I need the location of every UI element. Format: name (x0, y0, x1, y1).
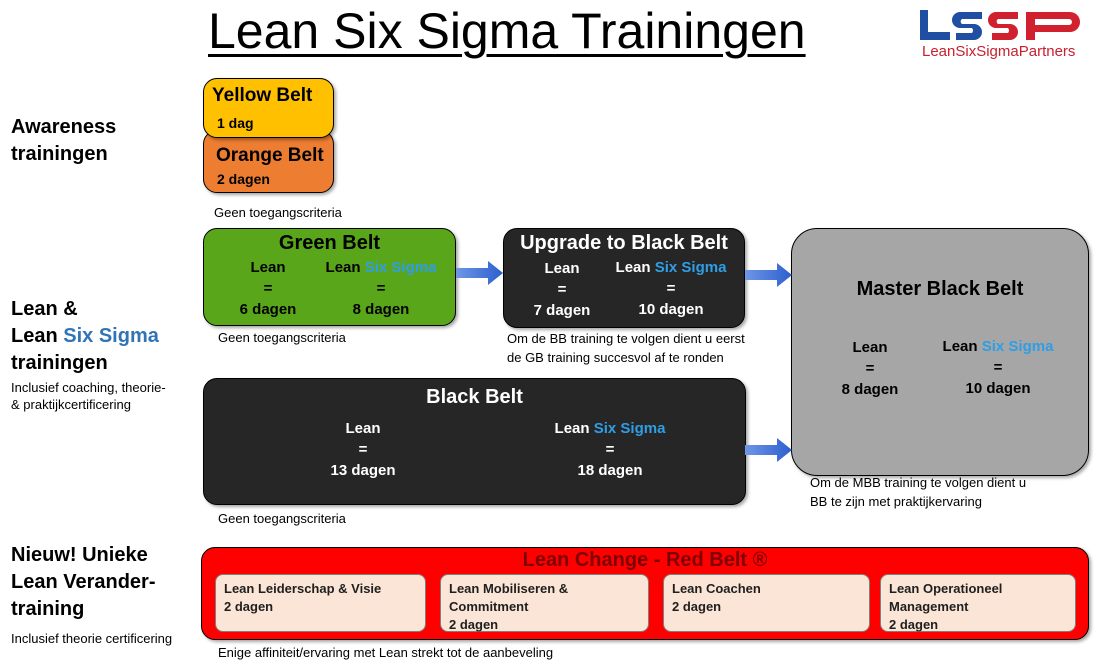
green-belt-lss: Lean Six Sigma =8 dagen (325, 259, 437, 318)
upgrade-lss: Lean Six Sigma =10 dagen (615, 259, 727, 318)
lssp-logo (920, 10, 1080, 40)
green-belt-name: Green Belt (278, 232, 381, 254)
section-lean-note: Inclusief coaching, theorie- & praktijkc… (11, 380, 166, 412)
yellow-belt-box: Yellow Belt 1 dag (203, 78, 334, 138)
mbb-lss: Lean Six Sigma =10 dagen (942, 338, 1054, 397)
arrow-green-to-upgrade-icon (456, 261, 503, 285)
upgrade-black-belt-name: Upgrade to Black Belt (520, 232, 728, 254)
page-title: Lean Six Sigma Trainingen (208, 3, 806, 59)
arrow-black-to-mbb-icon (745, 438, 792, 462)
arrow-upgrade-to-mbb-icon (745, 263, 792, 287)
orange-belt-name: Orange Belt (216, 145, 324, 166)
red-belt-box: Lean Change - Red Belt ® Lean Leiderscha… (201, 547, 1089, 640)
master-black-belt-name: Master Black Belt (856, 278, 1024, 300)
black-belt-lss: Lean Six Sigma =18 dagen (554, 420, 666, 479)
black-belt-lean: Lean=13 dagen (330, 420, 396, 479)
section-nieuw-note: Inclusief theorie certificering (11, 631, 173, 646)
section-nieuw-label: Nieuw! Unieke Lean Verander- training (11, 544, 156, 620)
green-belt-box: Green Belt Lean=6 dagen Lean Six Sigma =… (203, 228, 456, 326)
upgrade-black-belt-box: Upgrade to Black Belt Lean=7 dagen Lean … (503, 228, 745, 328)
mbb-caption: Om de MBB training te volgen dient u BB … (810, 475, 1027, 509)
red-belt-title: Lean Change - Red Belt ® (522, 549, 768, 571)
logo-subtitle: LeanSixSigmaPartners (922, 43, 1076, 60)
yellow-belt-days: 1 dag (217, 115, 254, 131)
upgrade-caption: Om de BB training te volgen dient u eers… (507, 331, 745, 365)
red-belt-caption: Enige affiniteit/ervaring met Lean strek… (218, 645, 554, 660)
black-belt-box: Black Belt Lean=13 dagen Lean Six Sigma … (203, 378, 746, 505)
green-belt-lean: Lean=6 dagen (239, 259, 297, 318)
orange-belt-days: 2 dagen (217, 171, 270, 187)
black-belt-caption: Geen toegangscriteria (218, 511, 346, 526)
section-awareness-label: Awareness trainingen (11, 116, 117, 165)
master-black-belt-box: Master Black Belt Lean=8 dagen Lean Six … (791, 228, 1089, 476)
upgrade-lean: Lean=7 dagen (533, 260, 591, 319)
section-lean-label: Lean & Lean Six Sigma trainingen (11, 298, 159, 374)
black-belt-name: Black Belt (426, 386, 523, 408)
green-belt-caption: Geen toegangscriteria (218, 330, 346, 345)
orange-belt-box: Orange Belt 2 dagen (203, 130, 334, 193)
mbb-lean: Lean=8 dagen (841, 339, 899, 398)
awareness-caption: Geen toegangscriteria (214, 205, 342, 220)
yellow-belt-name: Yellow Belt (212, 85, 313, 106)
